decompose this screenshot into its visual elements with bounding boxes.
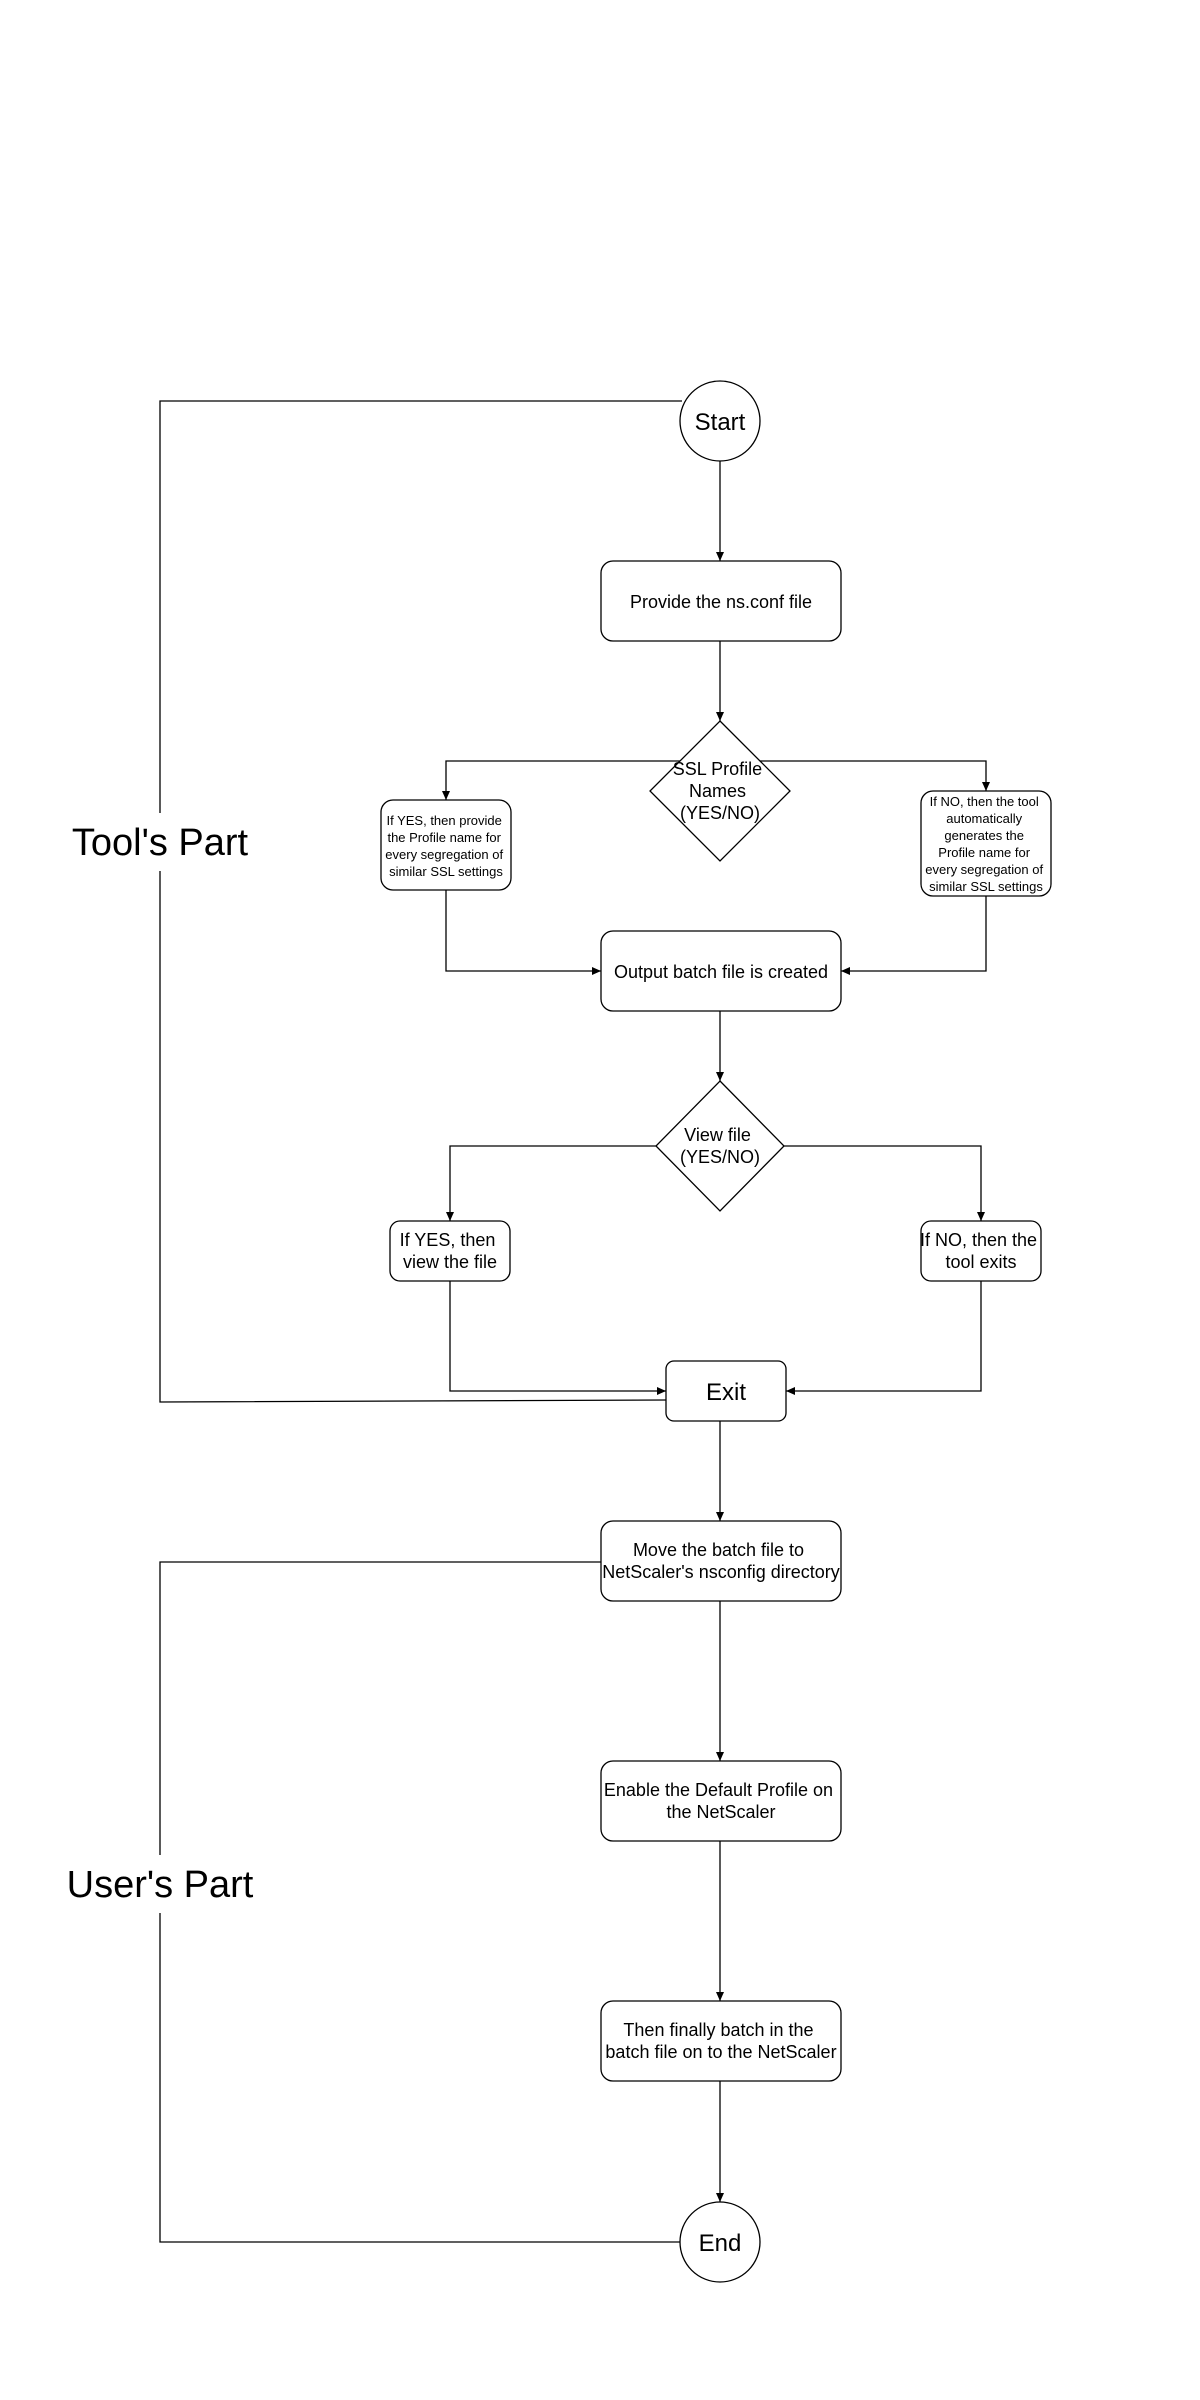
svg-text:Then finally batch in the: Then finally batch in the batch file on … [605,2020,836,2062]
output-batch-label: Output batch file is created [614,962,828,982]
view-decision-line-1: View file [684,1125,751,1145]
svg-text:Move the batch file to N: Move the batch file to NetScaler's nscon… [602,1540,840,1582]
move-batch-node: Move the batch file to NetScaler's nscon… [600,1520,842,1602]
exit-node: Exit [665,1360,787,1422]
batch-in-node: Then finally batch in the batch file on … [600,2000,842,2082]
yes-view-line-1: If YES, then [400,1230,496,1250]
tools-part-label: Tool's Part [72,822,249,864]
ssl-decision-line-3: (YES/NO) [680,803,760,823]
no-profile-line-5: every segregation of [925,862,1043,877]
end-node: End [679,2201,761,2283]
enable-default-node: Enable the Default Profile on the NetSca… [600,1760,842,1842]
start-label: Start [695,409,746,436]
users-part-label-bg [66,1855,254,1913]
start-node: Start [679,380,761,462]
edge-view-to-yes-view [446,1145,656,1221]
output-batch-node: Output batch file is created [600,930,842,1012]
view-file-decision-node: View file (YES/NO) [655,1080,785,1212]
no-profile-line-3: generates the [944,828,1024,843]
move-batch-line-2: NetScaler's nsconfig directory [602,1562,840,1582]
svg-text:Enable the Default Profile on: Enable the Default Profile on the NetSca… [604,1780,838,1822]
svg-text:If YES, then view the fi: If YES, then view the file [400,1230,501,1272]
yes-view-node: If YES, then view the file [389,1220,511,1282]
move-batch-line-1: Move the batch file to [633,1540,804,1560]
users-part-label: User's Part [67,1864,254,1906]
provide-conf-node: Provide the ns.conf file [600,560,842,642]
edge-no-view-to-exit [786,1281,982,1395]
exit-label: Exit [706,1379,746,1406]
ssl-decision-line-1: SSL Profile [673,759,762,779]
svg-text:If NO, then the tool exi: If NO, then the tool exits [920,1230,1042,1272]
svg-text:If YES, then provide the: If YES, then provide the Profile name fo… [385,813,506,879]
no-view-node: If NO, then the tool exits [920,1220,1042,1282]
yes-profile-line-2: the Profile name for [387,830,501,845]
ssl-profile-decision-node: SSL Profile Names (YES/NO) [649,720,791,862]
no-profile-line-4: Profile name for [938,845,1030,860]
yes-view-line-2: view the file [403,1252,497,1272]
ssl-decision-line-2: Names [689,781,746,801]
no-profile-line-6: similar SSL settings [929,879,1043,894]
no-profile-line-2: automatically [946,811,1022,826]
yes-profile-line-3: every segregation of [385,847,503,862]
svg-text:View file (YES/NO): View file (YES/NO) [680,1125,760,1167]
enable-default-line-2: the NetScaler [666,1802,775,1822]
no-view-line-1: If NO, then the [920,1230,1037,1250]
edge-view-to-no-view [784,1145,985,1221]
tools-part-bracket-line [159,400,682,1403]
edge-yes-profile-to-output [445,890,601,975]
edge-no-profile-to-output [841,896,987,975]
svg-text:SSL Profile Names: SSL Profile Names (YES/NO) [673,759,767,823]
no-view-line-2: tool exits [945,1252,1016,1272]
svg-text:If NO, then the tool aut: If NO, then the tool automatically gener… [925,794,1046,894]
batch-in-line-1: Then finally batch in the [623,2020,813,2040]
tools-part-label-bg [70,813,250,871]
provide-conf-label: Provide the ns.conf file [630,592,812,612]
view-decision-line-2: (YES/NO) [680,1147,760,1167]
no-profile-line-1: If NO, then the tool [930,794,1039,809]
yes-profile-line-4: similar SSL settings [389,864,503,879]
no-profile-node: If NO, then the tool automatically gener… [920,790,1052,897]
end-label: End [699,2230,742,2257]
enable-default-line-1: Enable the Default Profile on [604,1780,833,1800]
edge-ssl-to-no-profile [720,760,990,791]
edge-ssl-to-yes-profile [442,760,720,800]
yes-profile-line-1: If YES, then provide [386,813,501,828]
batch-in-line-2: batch file on to the NetScaler [605,2042,836,2062]
yes-profile-node: If YES, then provide the Profile name fo… [380,799,512,891]
edge-yes-view-to-exit [449,1281,666,1395]
